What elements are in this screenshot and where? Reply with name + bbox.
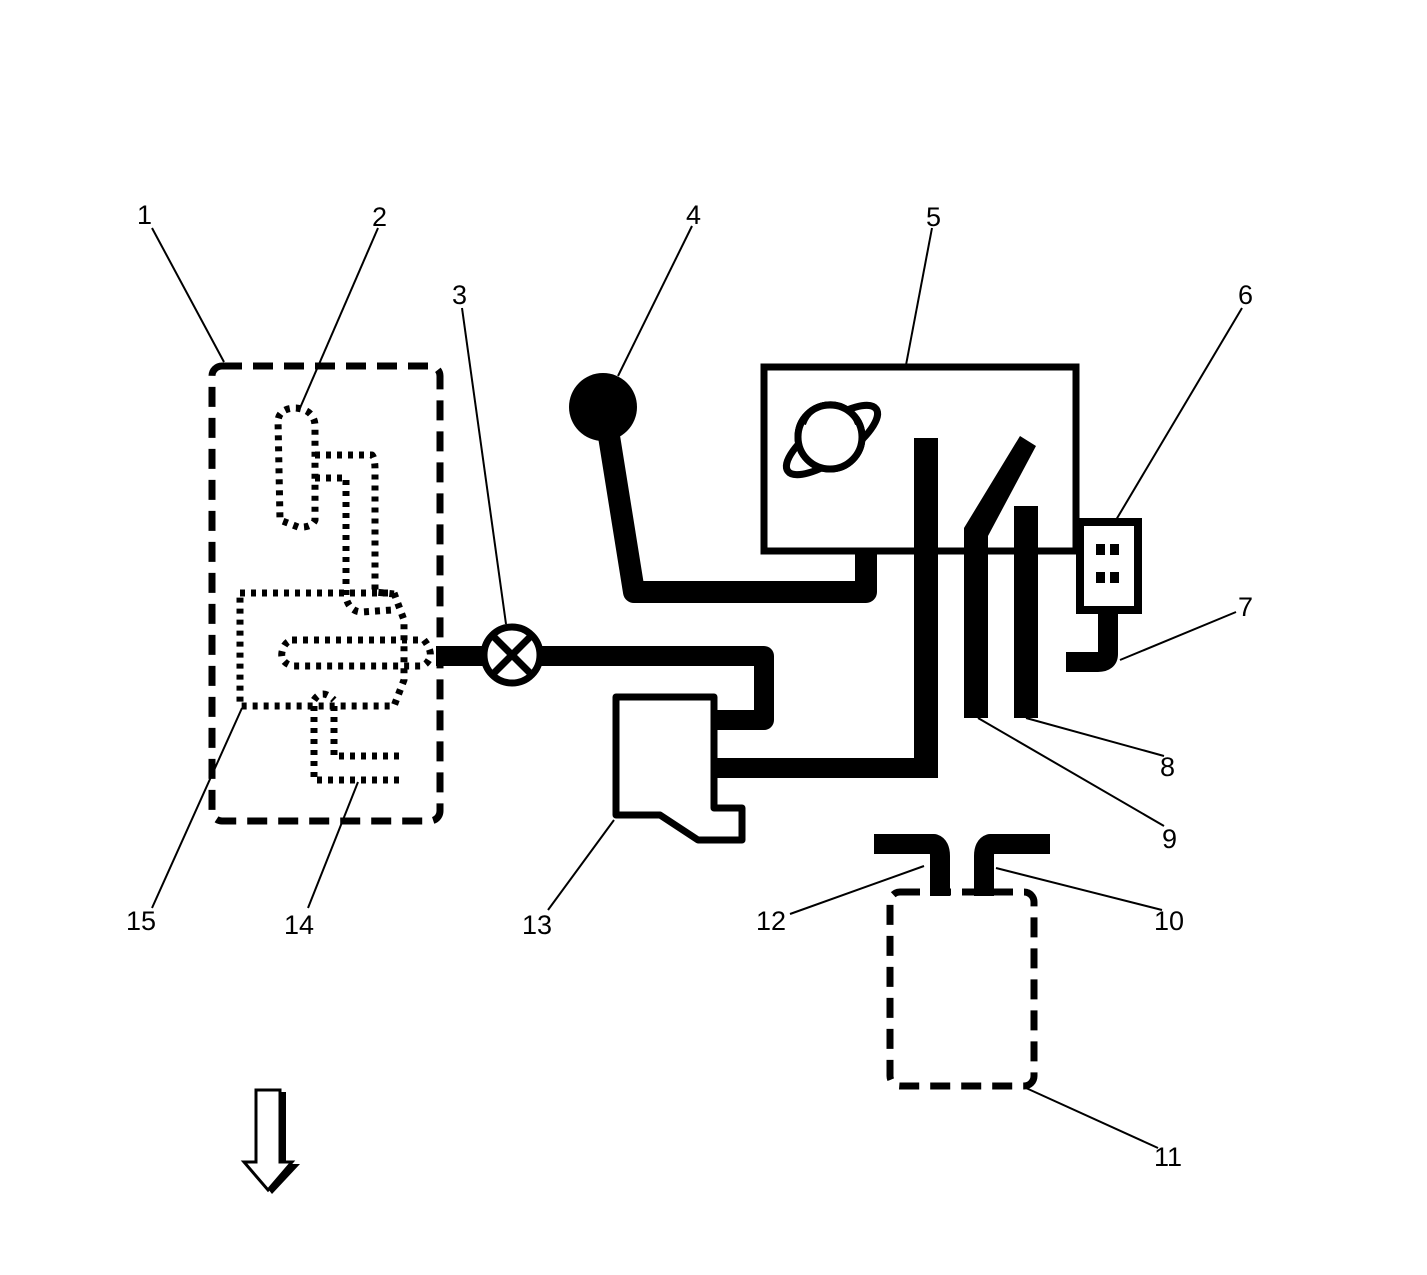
leader-7 xyxy=(1119,611,1237,661)
leader-1 xyxy=(151,227,225,363)
component-10-pipe xyxy=(974,834,1050,896)
component-13-manifold xyxy=(612,693,746,844)
leader-12 xyxy=(789,865,925,915)
component-7-wire xyxy=(1066,612,1118,672)
leader-4 xyxy=(617,225,693,377)
component-9-angled-bar xyxy=(964,436,1036,718)
component-6-connector xyxy=(1076,518,1142,614)
callout-3: 3 xyxy=(452,280,467,310)
leader-2 xyxy=(299,227,379,409)
callout-6: 6 xyxy=(1238,280,1253,310)
leader-14 xyxy=(307,781,359,909)
component-14-dotted-path xyxy=(310,690,400,784)
callout-8: 8 xyxy=(1160,752,1175,782)
callout-10: 10 xyxy=(1154,906,1184,936)
callout-1: 1 xyxy=(137,200,152,230)
component-plenum-bar xyxy=(914,438,938,778)
callout-7: 7 xyxy=(1238,592,1253,622)
leader-3 xyxy=(461,307,507,625)
component-8-bar xyxy=(1014,506,1038,718)
down-arrow-icon xyxy=(240,1088,300,1194)
component-2-dotted-loop xyxy=(274,404,395,616)
leader-6 xyxy=(1115,307,1243,521)
leader-9 xyxy=(977,717,1165,827)
leader-13 xyxy=(547,819,615,911)
leader-15 xyxy=(151,707,243,909)
callout-4: 4 xyxy=(686,200,701,230)
callout-9: 9 xyxy=(1162,824,1177,854)
leader-8 xyxy=(1025,717,1165,757)
callout-13: 13 xyxy=(522,910,552,940)
component-11-canister xyxy=(886,888,1038,1090)
leader-5 xyxy=(905,227,933,366)
callout-12: 12 xyxy=(756,906,786,936)
leader-lines xyxy=(151,225,1243,1149)
leader-10 xyxy=(995,867,1163,911)
planet-icon xyxy=(782,401,882,479)
callout-5: 5 xyxy=(926,202,941,232)
component-1-housing xyxy=(208,362,444,825)
callout-labels: 1 2 3 4 5 6 7 8 9 10 11 12 13 14 15 xyxy=(126,200,1253,1172)
hose-main xyxy=(436,646,774,730)
leader-11 xyxy=(1025,1087,1159,1149)
callout-11: 11 xyxy=(1154,1142,1182,1172)
component-12-pipe xyxy=(874,834,950,896)
callout-15: 15 xyxy=(126,906,156,936)
valve-cross-icon xyxy=(480,623,544,687)
callout-14: 14 xyxy=(284,910,314,940)
component-15-dotted-chamber xyxy=(236,589,434,710)
callout-2: 2 xyxy=(372,202,387,232)
